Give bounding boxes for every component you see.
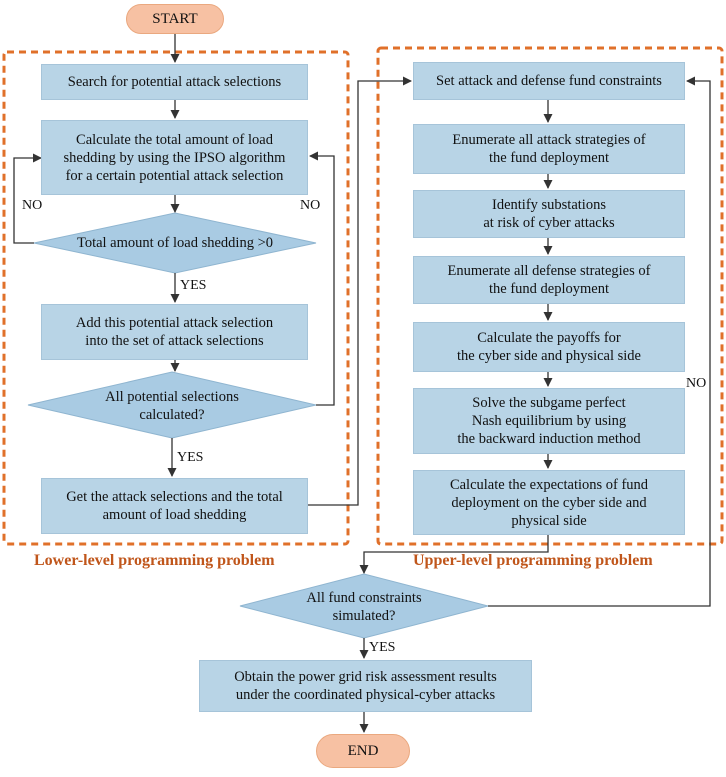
get-attack-selections-box: Get the attack selections and the total …: [41, 478, 308, 534]
search-attack-selections-box: Search for potential attack selections: [41, 64, 308, 100]
identify-substations-box: Identify substations at risk of cyber at…: [413, 190, 685, 238]
yes-label-load-decision: YES: [180, 278, 207, 293]
no-label-all-decision: NO: [300, 198, 321, 213]
enumerate-defense-strategies-box: Enumerate all defense strategies of the …: [413, 256, 685, 304]
fund-constraints-decision-label: All fund constraints simulated?: [306, 590, 422, 624]
set-fund-constraints-box: Set attack and defense fund constraints: [413, 62, 685, 100]
calculate-load-shedding-box: Calculate the total amount of load shedd…: [41, 120, 308, 195]
yes-label-all-decision: YES: [177, 450, 204, 465]
calculate-payoffs-box: Calculate the payoffs for the cyber side…: [413, 322, 685, 372]
add-attack-selection-box: Add this potential attack selection into…: [41, 304, 308, 360]
start-terminal: START: [126, 4, 224, 34]
solve-nash-equilibrium-box: Solve the subgame perfect Nash equilibri…: [413, 388, 685, 454]
upper-level-section-title: Upper-level programming problem: [413, 552, 653, 569]
enumerate-attack-strategies-box: Enumerate all attack strategies of the f…: [413, 124, 685, 174]
load-shedding-decision-label: Total amount of load shedding >0: [76, 235, 274, 251]
lower-level-frame: [2, 50, 350, 546]
yes-label-fund-decision: YES: [369, 640, 396, 655]
no-label-fund-decision: NO: [686, 376, 707, 391]
all-selections-decision-label: All potential selections calculated?: [105, 389, 239, 423]
obtain-results-box: Obtain the power grid risk assessment re…: [199, 660, 532, 712]
calculate-expectations-box: Calculate the expectations of fund deplo…: [413, 470, 685, 535]
lower-level-section-title: Lower-level programming problem: [34, 552, 275, 569]
no-label-load-decision: NO: [22, 198, 43, 213]
end-terminal: END: [316, 734, 410, 768]
upper-level-frame: [376, 46, 724, 546]
